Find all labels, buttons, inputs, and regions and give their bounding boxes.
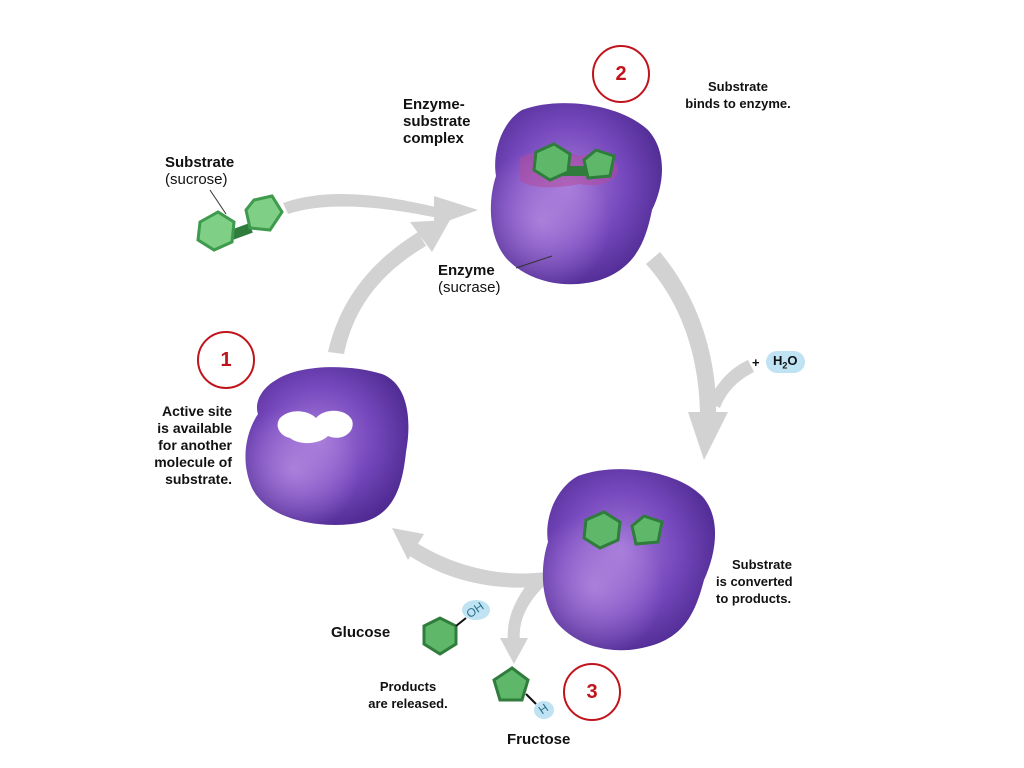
bound-glucose-ring <box>582 510 622 550</box>
free-sucrose-molecule <box>196 189 284 252</box>
complex-glucose-ring <box>532 142 572 182</box>
arrow-substrate-in <box>283 193 440 218</box>
step-1-line: Active site <box>161 403 232 419</box>
bound-fructose-ring <box>630 514 664 546</box>
cycle-arrows <box>283 193 754 664</box>
arrow-bottom-to-left <box>404 540 548 588</box>
step-3-badge: 3 <box>563 663 621 721</box>
step-1-line: molecule of <box>154 454 232 470</box>
released-glucose <box>422 600 490 656</box>
water-h: H <box>773 353 783 368</box>
converted-line: Substrate <box>732 557 792 572</box>
arrow-substrate-in-head <box>434 196 478 226</box>
active-site-cavity <box>277 410 353 444</box>
step-2-badge: 2 <box>592 45 650 103</box>
complex-label: Enzyme- substrate complex <box>403 96 471 147</box>
arrow-left-to-top <box>328 232 426 354</box>
step-2-description: Substrate binds to enzyme. <box>668 78 808 112</box>
complex-fructose-ring <box>582 148 616 180</box>
step-3-description: Products are released. <box>352 678 464 712</box>
arrow-bottom-to-left-head <box>392 528 424 560</box>
step-1-description: Active site is available for another mol… <box>122 403 232 488</box>
step-2-line: Substrate <box>708 79 768 94</box>
enzyme-title: Enzyme <box>438 262 495 279</box>
step-3-line: Products <box>379 679 437 694</box>
arrow-products-out <box>507 578 544 642</box>
arrow-left-to-top-head <box>410 220 450 252</box>
step-1-badge: 1 <box>197 331 255 389</box>
enzyme-label: Enzyme (sucrase) <box>438 262 501 296</box>
enzyme-subtitle: (sucrase) <box>438 279 501 296</box>
glucose-label: Glucose <box>331 624 391 641</box>
substrate-label: Substrate (sucrose) <box>165 154 234 188</box>
arrow-top-to-bottom-head <box>688 412 728 460</box>
substrate-title: Substrate <box>165 154 235 171</box>
step-1-line: for another <box>158 437 232 453</box>
step-1-line: substrate. <box>165 471 232 487</box>
sucrose-fructose-ring <box>244 194 284 232</box>
step-converted-description: Substrate is converted to products. <box>716 556 836 607</box>
enzyme-substrate-complex <box>490 103 662 285</box>
arrow-top-to-bottom <box>646 252 717 420</box>
converted-line: is converted <box>716 574 793 589</box>
enzyme-empty <box>245 367 409 525</box>
water-label: H2O <box>766 351 805 373</box>
complex-line: complex <box>403 130 464 147</box>
arrow-products-out-head <box>500 638 528 664</box>
released-fructose <box>492 666 554 719</box>
substrate-subtitle: (sucrose) <box>165 171 228 188</box>
oh-group-bubble <box>462 600 490 620</box>
complex-line: substrate <box>403 113 471 130</box>
converted-line: to products. <box>716 591 792 606</box>
water-o: O <box>787 353 798 368</box>
complex-line: Enzyme- <box>403 96 465 113</box>
arrow-water-in <box>708 360 754 408</box>
enzyme-leader-line <box>515 255 553 269</box>
water-subscript: 2 <box>782 360 788 371</box>
plus-sign: + <box>752 355 760 370</box>
fructose-label: Fructose <box>507 731 571 748</box>
step-2-line: binds to enzyme. <box>685 96 791 111</box>
step-3-line: are released. <box>368 696 448 711</box>
sucrose-glucose-ring <box>196 210 236 252</box>
enzyme-with-products <box>542 469 716 651</box>
h-group-bubble <box>534 701 554 719</box>
step-1-line: is available <box>157 420 232 436</box>
